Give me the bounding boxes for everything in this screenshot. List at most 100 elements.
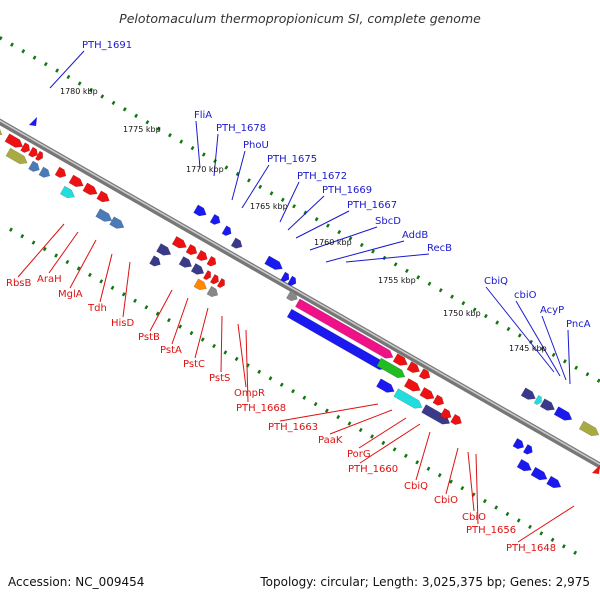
scale-tick (585, 372, 590, 377)
scale-tick (472, 307, 477, 312)
gene-arrow (156, 243, 172, 256)
scale-tick (371, 249, 376, 254)
leader-line (48, 231, 79, 274)
leader-line (213, 133, 219, 177)
scale-tick (438, 288, 443, 293)
gene-arrow (393, 388, 423, 409)
gene-label: PorG (347, 449, 371, 460)
kbp-label: 1770 kbp (186, 165, 224, 174)
gene-arrow (109, 216, 125, 229)
gene-arrow (264, 255, 283, 270)
gene-label: Tdh (87, 303, 107, 314)
gene-label: PTH_1667 (347, 200, 397, 211)
scale-tick (166, 317, 171, 323)
scale-tick (358, 427, 363, 433)
leader-line (220, 315, 223, 373)
genome-backbone (0, 118, 600, 470)
scale-tick (257, 369, 262, 374)
gene-label: AddB (402, 230, 428, 241)
gene-arrow (280, 271, 290, 283)
scale-tick (31, 240, 36, 245)
scale-tick (10, 42, 14, 47)
gene-arrow (68, 174, 84, 188)
scale-tick (121, 292, 126, 297)
gene-arrow (406, 361, 420, 373)
leader-line (359, 423, 421, 464)
gene-arrow (5, 147, 28, 165)
scale-tick (178, 324, 183, 329)
gene-label: CbiQ (484, 276, 508, 287)
label-leader-lines (17, 50, 575, 543)
scale-tick (134, 113, 139, 118)
gene-label: cbiO (514, 290, 537, 301)
outer-scale-ticks (0, 36, 600, 383)
leader-line (279, 403, 379, 422)
scale-tick (517, 333, 522, 338)
leader-line (17, 223, 65, 278)
gene-arrow (149, 255, 161, 267)
leader-line (309, 226, 378, 251)
gene-arrow (286, 289, 298, 302)
scale-tick (65, 259, 70, 265)
gene-arrow (522, 443, 533, 455)
scale-tick (0, 36, 3, 41)
gene-arrow (533, 394, 542, 405)
scale-tick (427, 281, 432, 286)
gene-arrow (209, 213, 221, 225)
scale-tick (325, 223, 330, 228)
scale-tick (21, 49, 26, 54)
scale-tick (55, 68, 60, 73)
gene-label: RecB (427, 243, 452, 254)
gene-arrow (202, 270, 212, 281)
leader-line (485, 286, 555, 373)
leader-line (567, 329, 571, 385)
kbp-label: 1745 kbp (509, 344, 547, 353)
gene-arrow (392, 353, 408, 366)
scale-tick (574, 365, 579, 370)
gene-label: PTH_1672 (297, 171, 347, 182)
scale-tick (9, 227, 13, 232)
leader-line (149, 289, 173, 332)
leader-line (231, 150, 246, 201)
scale-tick (168, 133, 172, 138)
scale-tick (324, 408, 329, 413)
gene-arrow (171, 236, 187, 249)
scale-tick (313, 401, 318, 407)
leader-line (515, 300, 561, 377)
scale-tick (370, 434, 374, 439)
gene-arrow (59, 185, 75, 199)
scale-tick (42, 246, 47, 252)
gene-label: CbiO (462, 512, 486, 523)
scale-tick (54, 253, 59, 258)
scale-tick (483, 313, 488, 319)
scale-tick (348, 236, 353, 241)
gene-marker (592, 465, 600, 474)
scale-tick (482, 498, 487, 504)
gene-arrow (20, 142, 31, 153)
scale-tick (550, 537, 555, 542)
gene-arrow (376, 357, 406, 379)
gene-label: CbiQ (404, 481, 428, 492)
scale-tick (179, 139, 184, 144)
gene-label: PstB (138, 332, 160, 343)
leader-line (467, 451, 475, 512)
gene-marker (29, 117, 37, 126)
gene-arrow (546, 475, 562, 489)
scale-tick (561, 544, 566, 549)
scale-tick (302, 395, 307, 400)
scale-tick (314, 217, 319, 222)
gene-arrow (185, 243, 198, 256)
gene-arrow (206, 255, 217, 267)
scale-tick (450, 294, 454, 299)
scale-tick (437, 473, 442, 478)
scale-tick (461, 301, 466, 306)
gene-arrow (82, 182, 98, 195)
scale-tick (66, 74, 71, 80)
scale-tick (539, 531, 544, 536)
leader-line (445, 447, 459, 495)
gene-label: OmpR (234, 388, 265, 399)
scale-tick (88, 272, 92, 278)
gene-label: PhoU (243, 140, 269, 151)
